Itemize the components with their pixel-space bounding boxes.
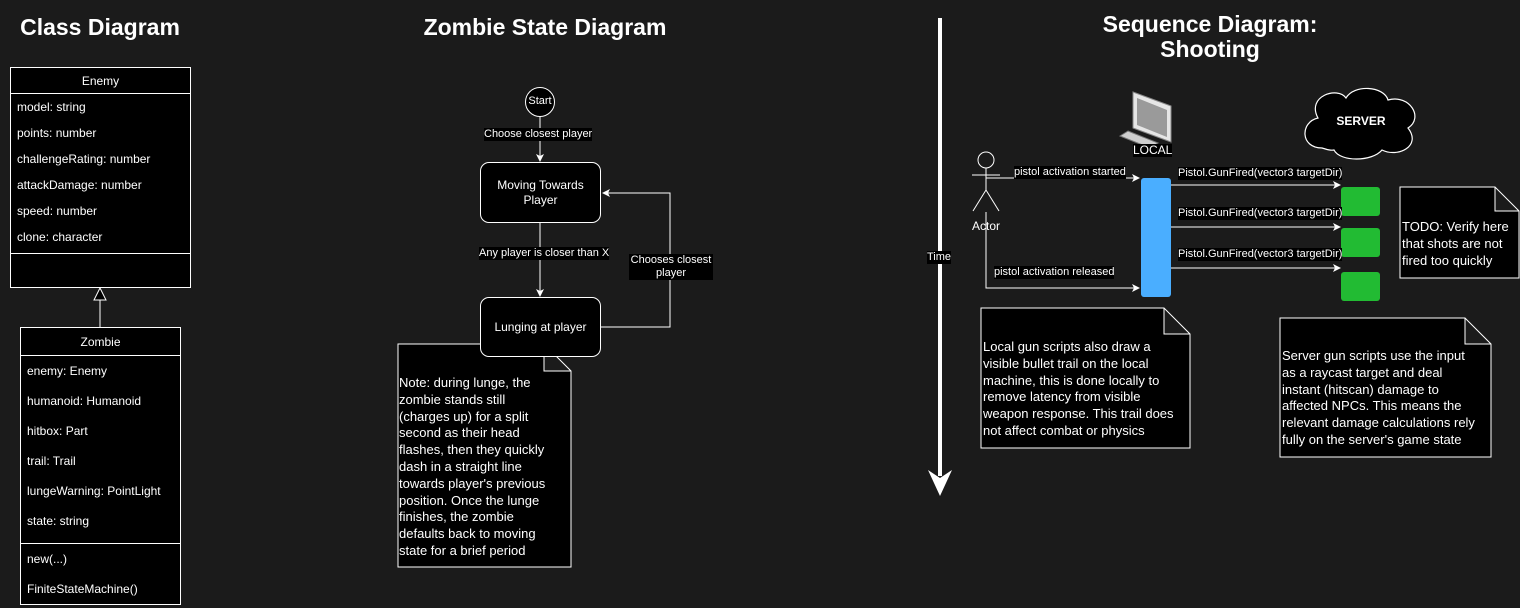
note-line: zombie stands still [399, 391, 506, 407]
gunfired-label-2: Pistol.GunFired(vector3 targetDir) [1178, 207, 1343, 220]
time-axis-label: Time [927, 251, 952, 264]
state-lunging-at-player[interactable]: Lunging at player [480, 297, 601, 357]
note-line: Server gun scripts use the input [1282, 348, 1465, 363]
server-label: SERVER [1336, 114, 1386, 128]
enemy-attribute: challengeRating: number [17, 152, 151, 166]
zombie-method: new(...) [27, 552, 68, 566]
note-line: instant (hitscan) damage to [1282, 381, 1439, 397]
closer-transition-label: Any player is closer than X [479, 247, 610, 260]
note-line: finishes, the zombie [399, 509, 514, 525]
note-line: as a raycast target and deal [1282, 364, 1443, 380]
note-line: Note: during lunge, the [399, 375, 531, 390]
note-line: machine, this is done locally to [983, 372, 1160, 388]
zombie-class-box[interactable]: Zombie enemy: Enemy humanoid: Humanoid h… [20, 327, 181, 605]
note-line: fired too quickly [1402, 252, 1493, 268]
note-line: position. Once the lunge [399, 492, 540, 508]
zombie-class-name: Zombie [21, 328, 180, 356]
start-transition-label: Choose closest player [484, 128, 593, 141]
note-line: fully on the server's game state [1282, 431, 1462, 447]
time-axis-arrowhead [928, 470, 952, 496]
enemy-class-name: Enemy [11, 68, 190, 94]
note-line: state for a brief period [399, 542, 526, 558]
local-label: LOCAL [1133, 143, 1173, 157]
todo-note: TODO: Verify here that shots are not fir… [1402, 219, 1518, 270]
local-note: Local gun scripts also draw a visible bu… [983, 339, 1188, 440]
class-diagram-title: Class Diagram [20, 14, 180, 40]
inheritance-arrowhead [93, 286, 107, 301]
note-line: that shots are not [1402, 235, 1503, 251]
computer-icon [1118, 91, 1172, 149]
note-line: weapon response. This trail does [983, 406, 1174, 422]
state-diagram-title: Zombie State Diagram [423, 14, 667, 40]
actor-label: Actor [971, 219, 1000, 233]
lunge-note: Note: during lunge, the zombie stands st… [399, 375, 569, 560]
note-line: dash in a straight line [399, 458, 522, 474]
note-line: visible bullet trail on the local [983, 355, 1149, 371]
zombie-attribute: state: string [27, 514, 90, 528]
server-cloud-icon [1304, 87, 1416, 160]
server-receiver-box-1[interactable] [1341, 187, 1380, 216]
enemy-class-box[interactable]: Enemy model: string points: number chall… [10, 67, 191, 288]
state-moving-towards-player[interactable]: Moving Towards Player [480, 162, 601, 223]
zombie-attribute: hitbox: Part [27, 424, 88, 438]
sequence-diagram-title: Sequence Diagram: Shooting [1060, 12, 1360, 62]
note-line: TODO: Verify here [1402, 219, 1509, 234]
zombie-method: FiniteStateMachine() [27, 582, 138, 596]
enemy-attribute: model: string [17, 100, 86, 114]
server-receiver-box-3[interactable] [1341, 272, 1380, 301]
zombie-attribute: trail: Trail [27, 454, 76, 468]
server-receiver-box-2[interactable] [1341, 228, 1380, 257]
enemy-attribute: attackDamage: number [17, 178, 142, 192]
actor-icon [972, 151, 1000, 212]
enemy-attribute: points: number [17, 126, 97, 140]
back-transition-label: Chooses closest player [629, 254, 713, 280]
note-line: second as their head [399, 425, 520, 441]
note-line: Local gun scripts also draw a [983, 339, 1151, 354]
msg-released-arrow [985, 212, 1140, 292]
zombie-attribute: humanoid: Humanoid [27, 394, 142, 408]
msg-released-label: pistol activation released [994, 266, 1115, 279]
start-node-circle [525, 87, 555, 117]
zombie-method-separator [21, 543, 180, 544]
gunfired-label-3: Pistol.GunFired(vector3 targetDir) [1178, 248, 1343, 261]
note-line: affected NPCs. This means the [1282, 398, 1462, 414]
zombie-attribute: enemy: Enemy [27, 364, 108, 378]
server-note: Server gun scripts use the input as a ra… [1282, 348, 1490, 449]
sequence-title-line2: Shooting [1160, 36, 1260, 62]
enemy-attribute: clone: character [17, 230, 103, 244]
msg-started-label: pistol activation started [1014, 166, 1126, 179]
local-activation-bar[interactable] [1141, 178, 1171, 297]
note-line: defaults back to moving [399, 526, 536, 542]
note-line: towards player's previous [399, 475, 546, 491]
gunfired-label-1: Pistol.GunFired(vector3 targetDir) [1178, 167, 1343, 180]
zombie-attribute: lungeWarning: PointLight [27, 484, 161, 498]
start-node-label: Start [528, 95, 552, 107]
note-line: not affect combat or physics [983, 422, 1145, 438]
enemy-attribute: speed: number [17, 204, 98, 218]
note-line: (charges up) for a split [399, 408, 529, 424]
note-line: remove latency from visible [983, 389, 1141, 405]
note-line: relevant damage calculations rely [1282, 415, 1475, 431]
note-line: flashes, then they quickly [399, 442, 545, 458]
sequence-title-line1: Sequence Diagram: [1102, 11, 1318, 37]
enemy-method-separator [11, 253, 190, 254]
